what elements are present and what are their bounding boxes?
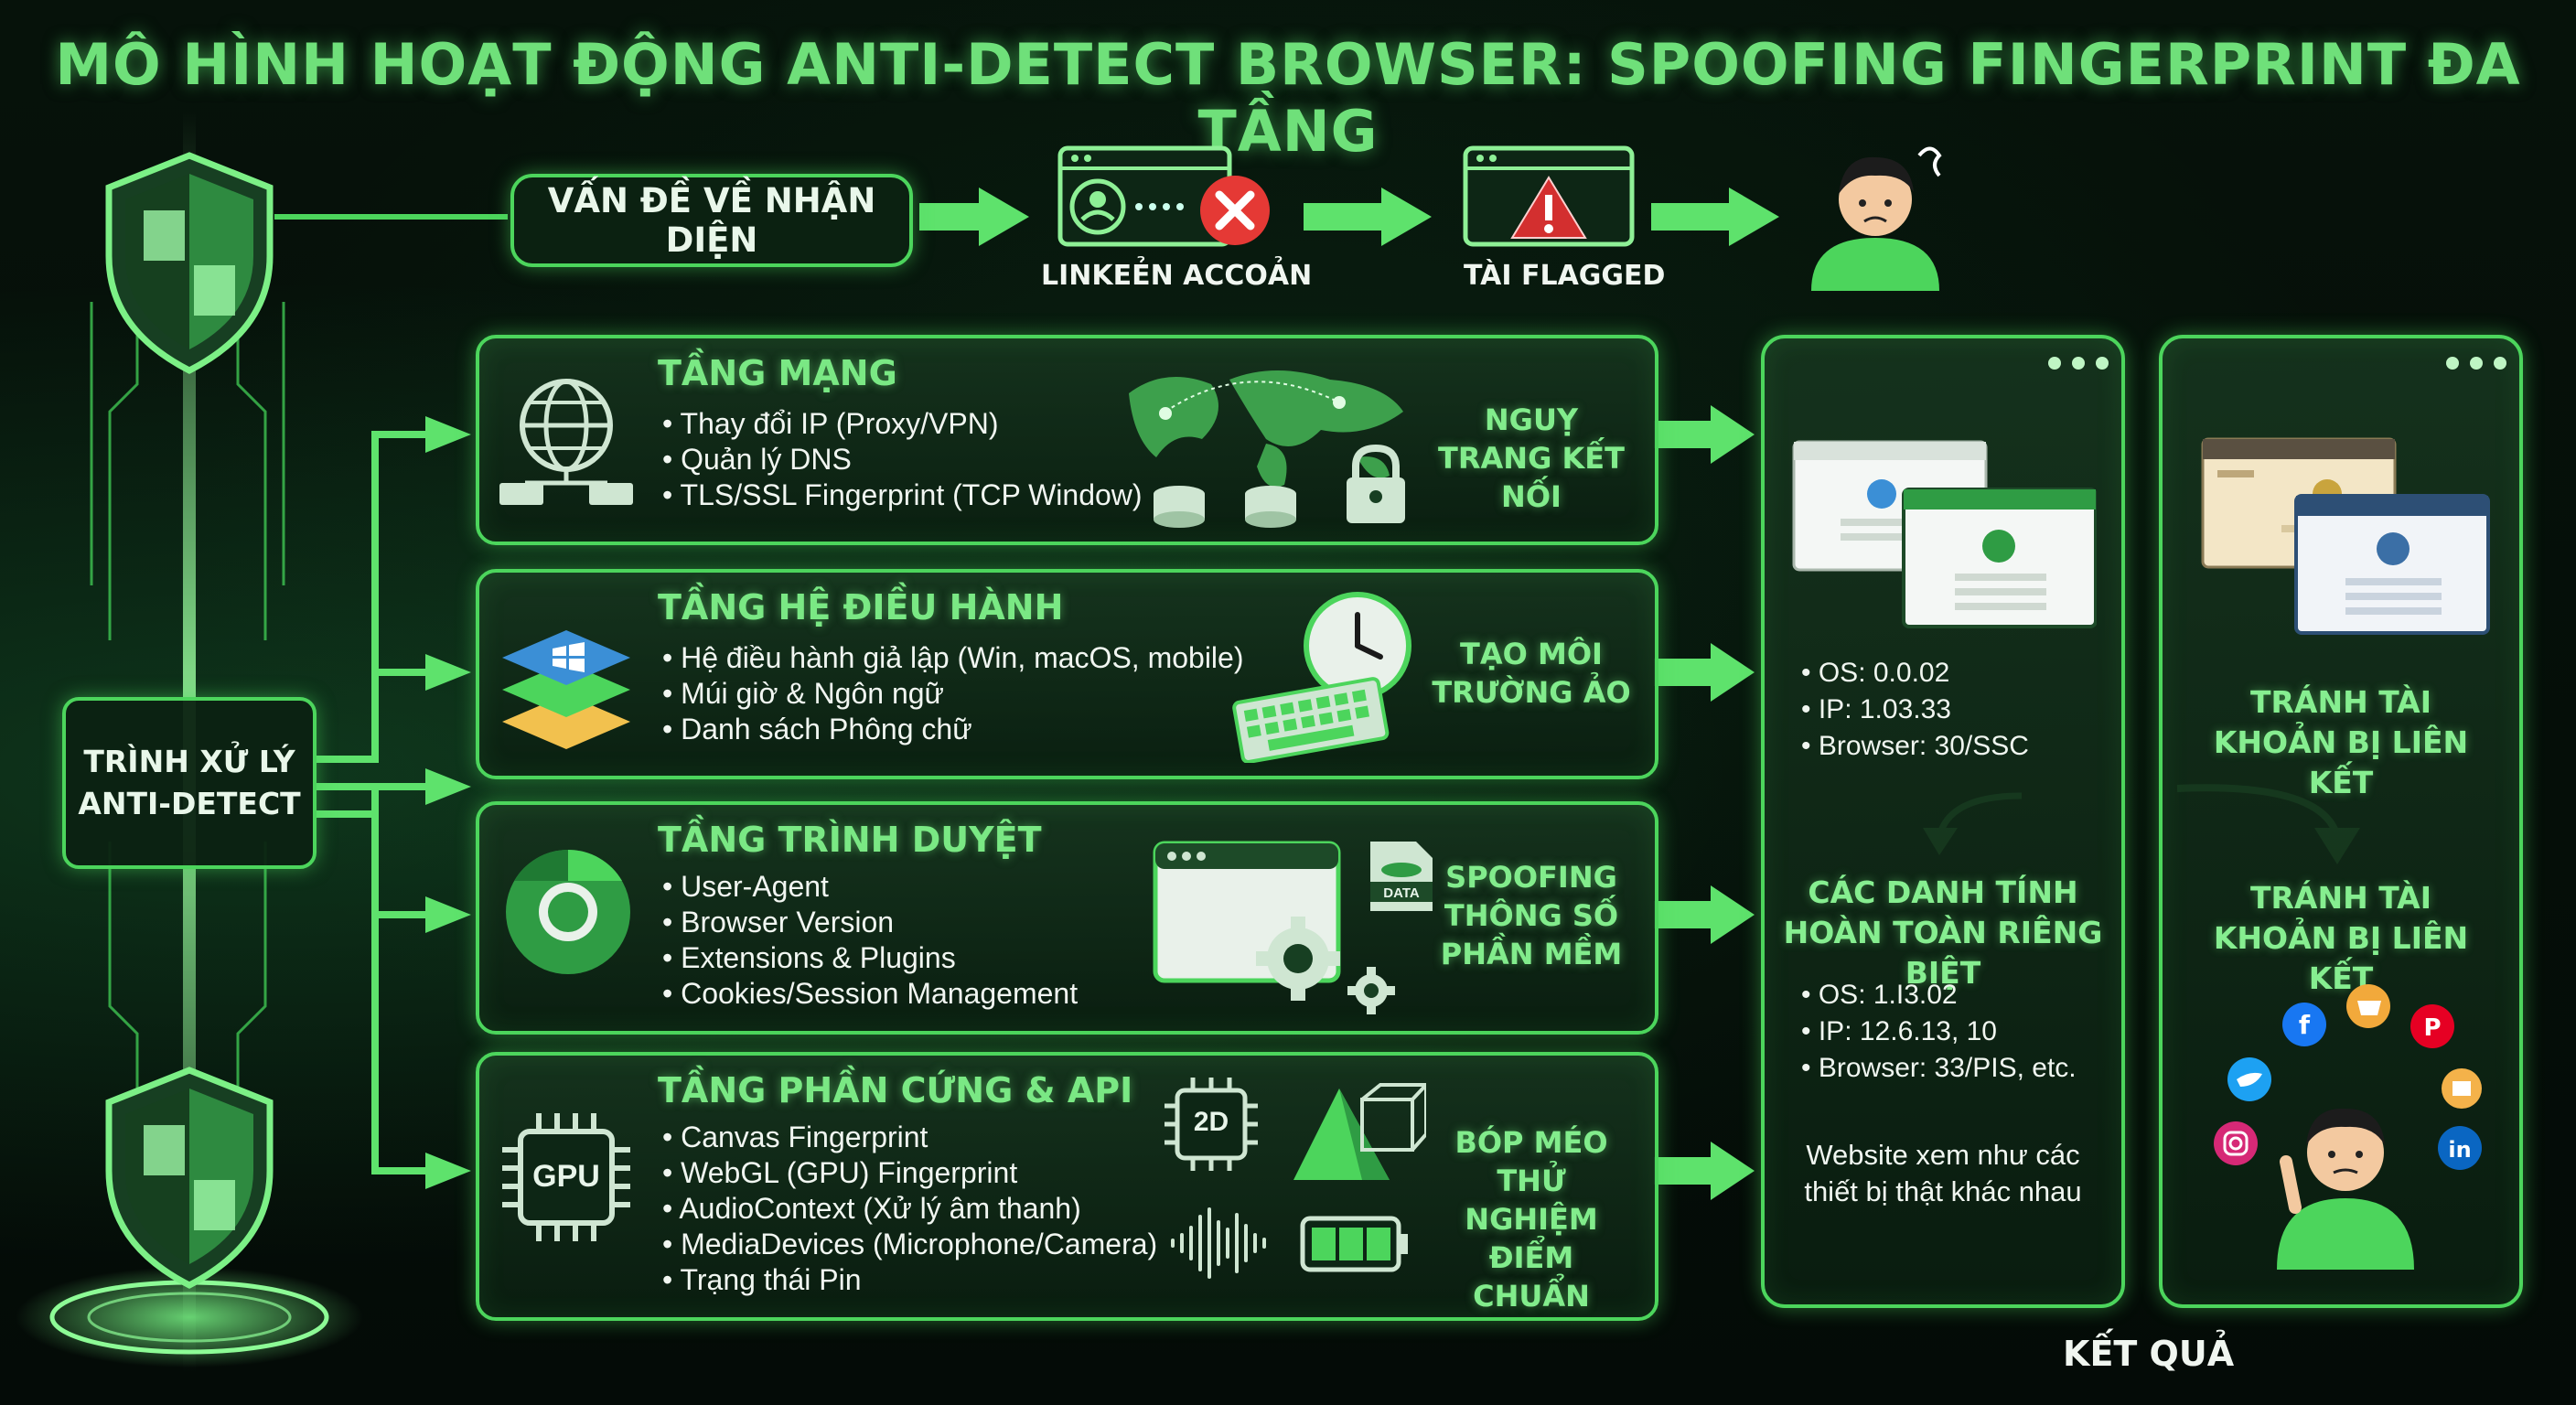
list-item: User-Agent	[662, 869, 1078, 905]
chip-2d-label: 2D	[1193, 1107, 1229, 1137]
identities-panel: OS: 0.0.02 IP: 1.03.33 Browser: 30/SSC C…	[1761, 335, 2125, 1308]
layer-network-result: NGUỴ TRANG KẾT NỐI	[1438, 402, 1625, 514]
list-item: IP: 12.6.13, 10	[1801, 1014, 2077, 1050]
layer-network-items: Thay đổi IP (Proxy/VPN) Quản lý DNS TLS/…	[662, 406, 1143, 513]
list-item: Múi giờ & Ngôn ngữ	[662, 676, 1243, 712]
list-item: TLS/SSL Fingerprint (TCP Window)	[662, 477, 1143, 513]
list-item: OS: 1.I3.02	[1801, 977, 2077, 1014]
layer-browser-result: SPOOFING THÔNG SỐ PHẦN MỀM	[1440, 860, 1623, 971]
layer-os-title: TẦNG HỆ ĐIỀU HÀNH	[658, 587, 1064, 627]
gpu-label: GPU	[532, 1159, 600, 1194]
profile2-info: OS: 1.I3.02 IP: 12.6.13, 10 Browser: 33/…	[1801, 977, 2077, 1087]
flagged-warning-icon	[1463, 145, 1635, 247]
list-item: WebGL (GPU) Fingerprint	[662, 1155, 1157, 1191]
list-item: MediaDevices (Microphone/Camera)	[662, 1227, 1157, 1262]
list-item: IP: 1.03.33	[1801, 692, 2029, 728]
outcome-line1: TRÁNH TÀI KHOẢN BỊ LIÊN KẾT	[2213, 684, 2469, 800]
window-dots	[2446, 357, 2506, 370]
outcome-panel: TRÁNH TÀI KHOẢN BỊ LIÊN KẾT TRÁNH TÀI KH…	[2159, 335, 2523, 1308]
data-badge-label: DATA	[1383, 885, 1420, 901]
layer-browser-panel: TẦNG TRÌNH DUYỆT User-Agent Browser Vers…	[476, 801, 1658, 1035]
problem-box: VẤN ĐỀ VỀ NHẬN DIỆN	[510, 174, 913, 267]
list-item: AudioContext (Xử lý âm thanh)	[662, 1191, 1157, 1227]
svg-text:in: in	[2448, 1137, 2471, 1163]
gpu-chip-icon	[502, 1113, 630, 1241]
layer-os-items: Hệ điều hành giả lập (Win, macOS, mobile…	[662, 640, 1243, 747]
shield-icon	[105, 1067, 274, 1289]
window-dots	[2048, 357, 2109, 370]
layer-hardware-panel: GPU TẦNG PHẦN CỨNG & API Canvas Fingerpr…	[476, 1052, 1658, 1321]
list-item: Browser: 30/SSC	[1801, 728, 2029, 765]
social-user-icon: f P in	[2214, 984, 2482, 1270]
layer-hardware-items: Canvas Fingerprint WebGL (GPU) Fingerpri…	[662, 1120, 1157, 1298]
layer-hardware-result: BÓP MÉO THỬ NGHIỆM ĐIỂM CHUẨN	[1454, 1125, 1608, 1314]
list-item: Trạng thái Pin	[662, 1262, 1157, 1298]
page-title: MÔ HÌNH HOẠT ĐỘNG ANTI-DETECT BROWSER: S…	[55, 31, 2521, 165]
layer-os-result: TẠO MÔI TRƯỜNG ẢO	[1432, 637, 1631, 710]
list-item: Canvas Fingerprint	[662, 1120, 1157, 1155]
outcome-line2: TRÁNH TÀI KHOẢN BỊ LIÊN KẾT	[2213, 880, 2469, 996]
layer-browser-title: TẦNG TRÌNH DUYỆT	[658, 820, 1042, 860]
flagged-caption: TÀI FLAGGED	[1464, 260, 1666, 292]
audio-battery-icon	[1171, 1207, 1408, 1279]
layer-network-title: TẦNG MẠNG	[658, 353, 897, 393]
problem-label: VẤN ĐỀ VỀ NHẬN DIỆN	[547, 181, 876, 260]
layer-hardware-title: TẦNG PHẦN CỨNG & API	[658, 1070, 1133, 1110]
shield-icon	[105, 152, 274, 374]
list-item: Browser: 33/PIS, etc.	[1801, 1050, 2077, 1087]
processor-label: TRÌNH XỬ LÝ ANTI-DETECT	[78, 744, 301, 821]
linked-account-icon	[1057, 145, 1270, 247]
list-item: Cookies/Session Management	[662, 976, 1078, 1012]
os-layers-icon	[502, 630, 630, 749]
data-file-icon	[1370, 842, 1433, 911]
list-item: Quản lý DNS	[662, 442, 1143, 477]
identities-note: Website xem như các thiết bị thật khác n…	[1804, 1139, 2082, 1207]
layer-browser-items: User-Agent Browser Version Extensions & …	[662, 869, 1078, 1012]
browser-profiles-icon	[2201, 437, 2490, 635]
worried-user-icon	[1811, 146, 1942, 291]
anti-detect-processor: TRÌNH XỬ LÝ ANTI-DETECT	[62, 697, 317, 869]
clock-keyboard-icon	[1232, 592, 1411, 763]
browser-windows-icon	[1792, 440, 2097, 628]
world-map-icon	[1129, 370, 1405, 528]
3d-shape-icon	[1293, 1083, 1426, 1180]
list-item: Thay đổi IP (Proxy/VPN)	[662, 406, 1143, 442]
svg-text:f: f	[2299, 1010, 2311, 1040]
chrome-icon	[506, 849, 630, 974]
layer-os-panel: TẦNG HỆ ĐIỀU HÀNH Hệ điều hành giả lập (…	[476, 569, 1658, 779]
browser-settings-icon	[1153, 841, 1395, 1014]
list-item: Extensions & Plugins	[662, 940, 1078, 976]
linked-account-caption: LINKEẺN ACCOẢN	[1041, 260, 1313, 292]
result-label: KẾT QUẢ	[2063, 1334, 2235, 1374]
chip-2d-icon	[1165, 1078, 1258, 1171]
layer-network-panel: TẦNG MẠNG Thay đổi IP (Proxy/VPN) Quản l…	[476, 335, 1658, 545]
list-item: Browser Version	[662, 905, 1078, 940]
svg-text:P: P	[2423, 1014, 2441, 1042]
profile1-info: OS: 0.0.02 IP: 1.03.33 Browser: 30/SSC	[1801, 655, 2029, 765]
identities-heading: CÁC DANH TÍNH HOÀN TOÀN RIÊNG BIỆT	[1783, 874, 2103, 991]
list-item: Danh sách Phông chữ	[662, 712, 1243, 747]
list-item: OS: 0.0.02	[1801, 655, 2029, 692]
globe-network-icon	[499, 379, 633, 505]
list-item: Hệ điều hành giả lập (Win, macOS, mobile…	[662, 640, 1243, 676]
